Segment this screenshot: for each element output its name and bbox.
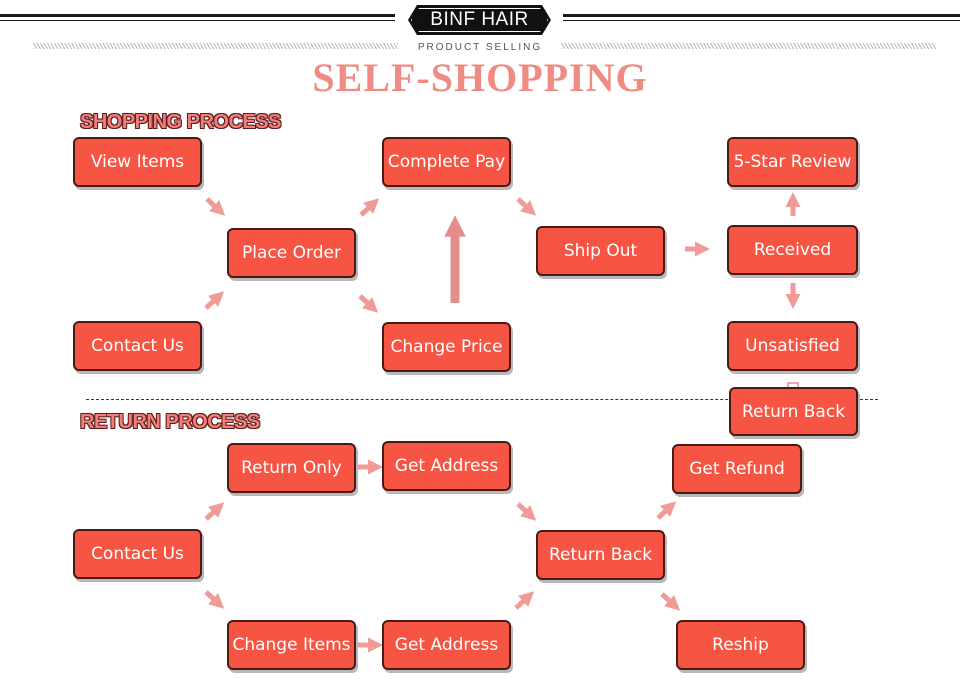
node-contact-us: Contact Us — [73, 321, 202, 371]
node-place-order: Place Order — [227, 228, 356, 278]
brand-name: BINF HAIR — [430, 9, 529, 30]
arrow-contact-to-return-only — [204, 502, 225, 521]
node-change-price: Change Price — [382, 322, 511, 372]
node-complete-pay: Complete Pay — [382, 137, 511, 187]
node-view-items: View Items — [73, 137, 202, 187]
arrow-view-items-to-place-order — [205, 197, 226, 216]
node-return-back-shopping: Return Back — [729, 387, 858, 436]
header-rule-left — [0, 14, 395, 17]
shopping-process-title: SHOPPING PROCESS — [80, 111, 281, 133]
arrow-return-back-to-get-refund — [656, 501, 677, 520]
arrow-get-address-top-to-return-back — [516, 502, 537, 521]
arrow-place-order-to-complete-pay — [359, 198, 380, 217]
header-subtitle: PRODUCT SELLING — [417, 42, 543, 53]
arrow-contact-to-change-items — [204, 590, 225, 609]
node-get-address-bottom: Get Address — [382, 620, 511, 670]
header-hatch-left — [33, 43, 398, 49]
return-process-title: RETURN PROCESS — [80, 411, 260, 433]
arrow-contact-us-to-place-order — [204, 291, 225, 310]
node-change-items: Change Items — [227, 620, 356, 670]
header-rule-left-thin — [0, 20, 395, 21]
node-return-contact-us: Contact Us — [73, 529, 202, 579]
node-five-star-review: 5-Star Review — [727, 137, 858, 187]
arrow-complete-pay-to-ship-out — [516, 197, 537, 216]
node-return-only: Return Only — [227, 443, 356, 493]
node-ship-out: Ship Out — [536, 226, 665, 276]
section-divider — [86, 399, 878, 400]
header-rule-right-thin — [563, 20, 960, 21]
node-get-address-top: Get Address — [382, 441, 511, 491]
header-hatch-right — [561, 43, 936, 49]
node-received: Received — [727, 225, 858, 275]
arrow-place-order-to-change-price — [358, 294, 379, 313]
arrow-get-address-bottom-to-return-back — [514, 591, 535, 610]
arrow-return-back-to-reship — [660, 592, 681, 611]
brand-badge-frame — [411, 8, 548, 32]
header-rule-right — [563, 14, 960, 17]
node-reship: Reship — [676, 620, 805, 670]
node-return-back: Return Back — [536, 530, 665, 580]
node-get-refund: Get Refund — [672, 444, 802, 494]
brand-badge: BINF HAIR — [408, 5, 551, 35]
page-title: SELF-SHOPPING — [312, 55, 648, 100]
node-unsatisfied: Unsatisfied — [727, 321, 858, 371]
